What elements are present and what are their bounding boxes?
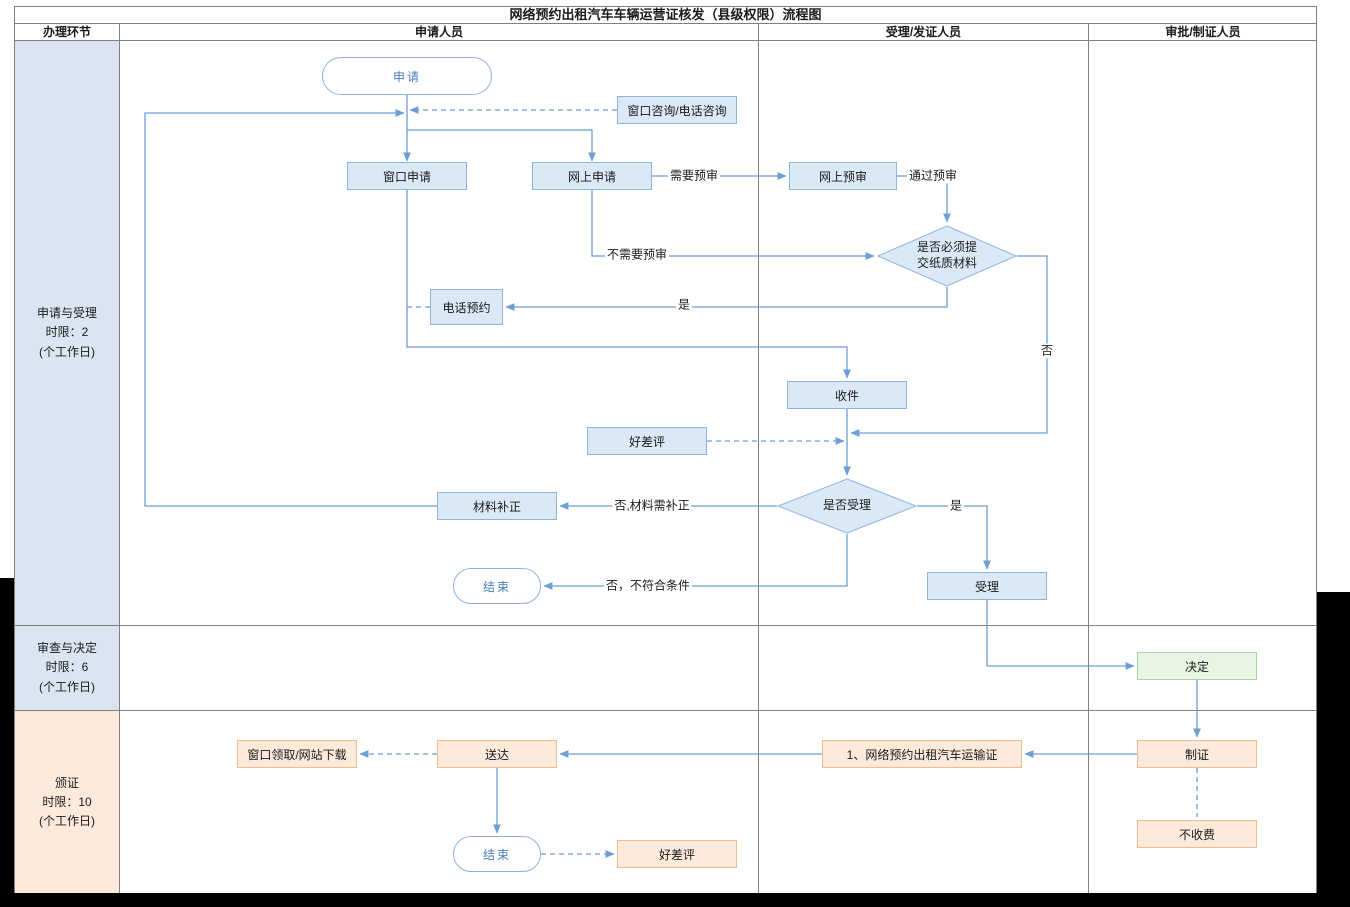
paper-material-decision: 是否必须提 交纸质材料 xyxy=(877,225,1017,287)
start-apply: 申请 xyxy=(322,57,492,95)
end-top: 结束 xyxy=(453,568,541,604)
edge-label-decision-no-paper: 否 xyxy=(1038,343,1056,359)
paper-material-decision-label: 是否必须提 交纸质材料 xyxy=(916,240,977,270)
grid-line-row2 xyxy=(14,710,1317,711)
accept-decision-label: 是否受理 xyxy=(822,498,871,513)
grid-line-header-bottom xyxy=(14,40,1317,41)
edge-accept-no-reject xyxy=(543,534,848,590)
column-header-acceptor: 受理/发证人员 xyxy=(885,25,962,39)
online-pre-review: 网上预审 xyxy=(789,162,897,190)
receive-documents: 收件 xyxy=(787,381,907,409)
stage-cell-apply-accept: 申请与受理 时限：2 (个工作日) xyxy=(15,41,119,625)
decide: 决定 xyxy=(1137,652,1257,680)
consult-window-phone: 窗口咨询/电话咨询 xyxy=(617,96,737,124)
edge-label-accept-yes: 是 xyxy=(947,498,965,514)
column-header-applicant: 申请人员 xyxy=(414,25,463,39)
accept: 受理 xyxy=(927,572,1047,600)
no-fee: 不收费 xyxy=(1137,820,1257,848)
end-bottom: 结束 xyxy=(453,836,541,872)
rating-bottom: 好差评 xyxy=(617,840,737,868)
edge-accept-yes xyxy=(917,505,991,570)
deliver: 送达 xyxy=(437,740,557,768)
window-pickup-download: 窗口领取/网站下载 xyxy=(237,740,357,768)
material-correction: 材料补正 xyxy=(437,492,557,520)
grid-line-col1 xyxy=(119,23,120,895)
accept-decision: 是否受理 xyxy=(777,478,917,534)
rating-top: 好差评 xyxy=(587,427,707,455)
edge-apply-to-online xyxy=(407,129,596,162)
edge-label-accept-no-correction: 否,材料需补正 xyxy=(612,498,692,514)
screen-edge-black-bottom xyxy=(0,893,1350,907)
edge-label-online-no-prereview: 不需要预审 xyxy=(604,247,670,263)
edge-label-accept-no-reject: 否，不符合条件 xyxy=(603,578,693,594)
column-header-stage: 办理环节 xyxy=(42,25,91,39)
edge-accept-to-decide xyxy=(986,600,1135,670)
grid-line-col2 xyxy=(758,23,759,895)
window-apply: 窗口申请 xyxy=(347,162,467,190)
page-title: 网络预约出租汽车车辆运营证核发（县级权限）流程图 xyxy=(509,7,822,22)
edge-online-no-prereview xyxy=(591,190,875,260)
online-apply: 网上申请 xyxy=(532,162,652,190)
certificate-item: 1、网络预约出租汽车运输证 xyxy=(822,740,1022,768)
edge-decision-yes-paper xyxy=(505,287,948,311)
grid-line-title-bottom xyxy=(14,23,1317,24)
edge-label-prereview-to-decision: 通过预审 xyxy=(906,168,960,184)
stage-cell-issue: 颁证 时限：10 (个工作日) xyxy=(15,711,119,894)
make-certificate: 制证 xyxy=(1137,740,1257,768)
column-header-approver: 审批/制证人员 xyxy=(1165,25,1241,39)
edge-correction-loop xyxy=(144,109,437,507)
edge-label-online-to-prereview: 需要预审 xyxy=(667,168,721,184)
edge-window-flow-to-receive xyxy=(406,190,851,379)
screen-edge-black-left xyxy=(0,578,14,907)
grid-line-col3 xyxy=(1088,23,1089,895)
phone-reservation: 电话预约 xyxy=(430,289,503,325)
grid-line-row1 xyxy=(14,625,1317,626)
stage-cell-review-decide: 审查与决定 时限：6 (个工作日) xyxy=(15,626,119,710)
edge-label-decision-yes-paper: 是 xyxy=(675,297,693,313)
screen-edge-black-right xyxy=(1317,592,1350,907)
